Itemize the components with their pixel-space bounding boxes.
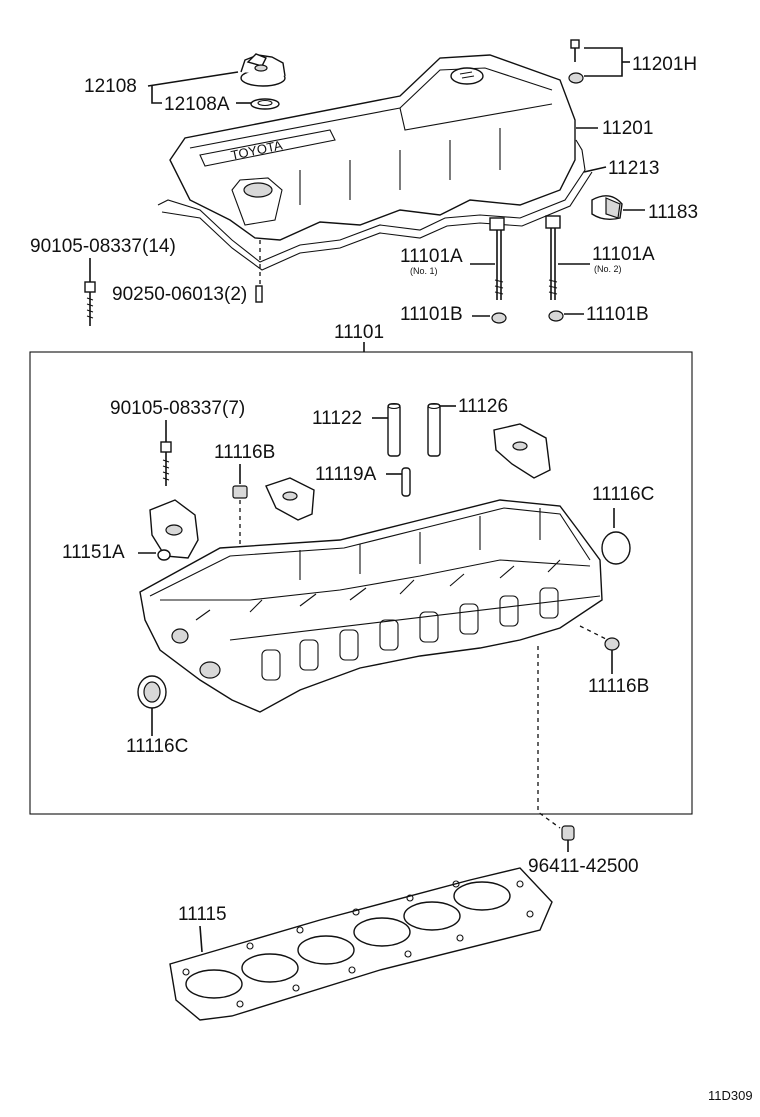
tight-plug-right <box>604 637 620 651</box>
cylinder-head-cover: TOYOTA <box>169 54 576 241</box>
label-guide-intake: 11122 <box>312 408 362 429</box>
bracket-right <box>493 423 551 479</box>
bracket-bolt-seal <box>584 47 623 77</box>
tight-plug-top <box>232 485 248 499</box>
head-sub-assy-frame <box>29 351 693 815</box>
cover-washer <box>255 285 263 303</box>
label-plug-b-right: 11116B <box>588 676 649 697</box>
label-guide-exhaust: 11126 <box>458 396 508 417</box>
inner-screw <box>160 441 172 486</box>
straight-pin <box>401 467 411 497</box>
leader-head-gasket <box>199 925 203 953</box>
label-head-bolt-no2: 11101A <box>592 244 655 265</box>
dash-dowel-pin <box>537 646 561 829</box>
exhaust-valve-guide <box>427 402 441 457</box>
label-cap-gasket: 12108A <box>164 94 230 115</box>
cylinder-head-gasket <box>169 867 553 1021</box>
cover-bolt <box>570 39 580 62</box>
label-cap: 12108 <box>84 76 137 97</box>
label-screw-inner: 90105-08337(7) <box>110 398 245 419</box>
dash-plug-b-right <box>579 625 609 641</box>
leader-cover-gasket <box>583 166 607 173</box>
label-washer-right: 11101B <box>586 304 649 325</box>
head-bolt-no2 <box>545 215 561 300</box>
label-cover: 11201 <box>602 118 653 139</box>
dowel-pin <box>561 825 575 841</box>
label-plug-b-top: 11116B <box>214 442 275 463</box>
o-ring <box>157 549 171 561</box>
label-head-bolt-no2-note: (No. 2) <box>594 264 622 274</box>
label-head-sub-assy: 11101 <box>334 322 384 343</box>
label-washer-left: 11101B <box>400 304 463 325</box>
label-pin-a: 11119A <box>315 464 377 485</box>
bracket-cap <box>151 86 162 104</box>
label-plug-c-left: 11116C <box>126 736 188 757</box>
head-bolt-no1 <box>489 217 505 300</box>
cover-gasket-outline <box>161 171 593 271</box>
oil-filler-cap <box>240 53 286 87</box>
label-head-bolt-no1: 11101A <box>400 246 463 267</box>
label-head-gasket: 11115 <box>178 904 227 925</box>
label-ring-a: 11151A <box>62 542 125 563</box>
cylinder-head <box>139 499 603 713</box>
label-washer-cover: 90250-06013(2) <box>112 284 247 305</box>
head-bolt-washer-right <box>548 310 564 322</box>
expansion-plug-right <box>601 531 631 565</box>
label-screw-cover: 90105-08337(14) <box>30 236 176 257</box>
head-bolt-washer-left <box>491 312 507 324</box>
label-plug-half: 11183 <box>648 202 698 223</box>
bracket-center <box>265 477 315 521</box>
label-plug-c-right: 11116C <box>592 484 654 505</box>
cover-gasket <box>157 139 586 263</box>
label-dowel-pin: 96411-42500 <box>528 856 639 877</box>
oil-filler-cap-gasket <box>250 98 280 110</box>
label-cover-gasket: 11213 <box>608 158 659 179</box>
label-head-bolt-no1-note: (No. 1) <box>410 266 438 276</box>
label-bolt-seal: 11201H <box>632 54 697 75</box>
expansion-plug-left-inner <box>143 681 161 703</box>
cover-bolt-seal <box>568 72 584 84</box>
intake-valve-guide <box>387 402 401 457</box>
cover-screw <box>84 281 96 326</box>
leader-cap <box>147 71 239 87</box>
bracket-left <box>149 499 199 559</box>
diagram-code: 11D309 <box>708 1088 753 1103</box>
half-moon-plug <box>591 195 623 221</box>
